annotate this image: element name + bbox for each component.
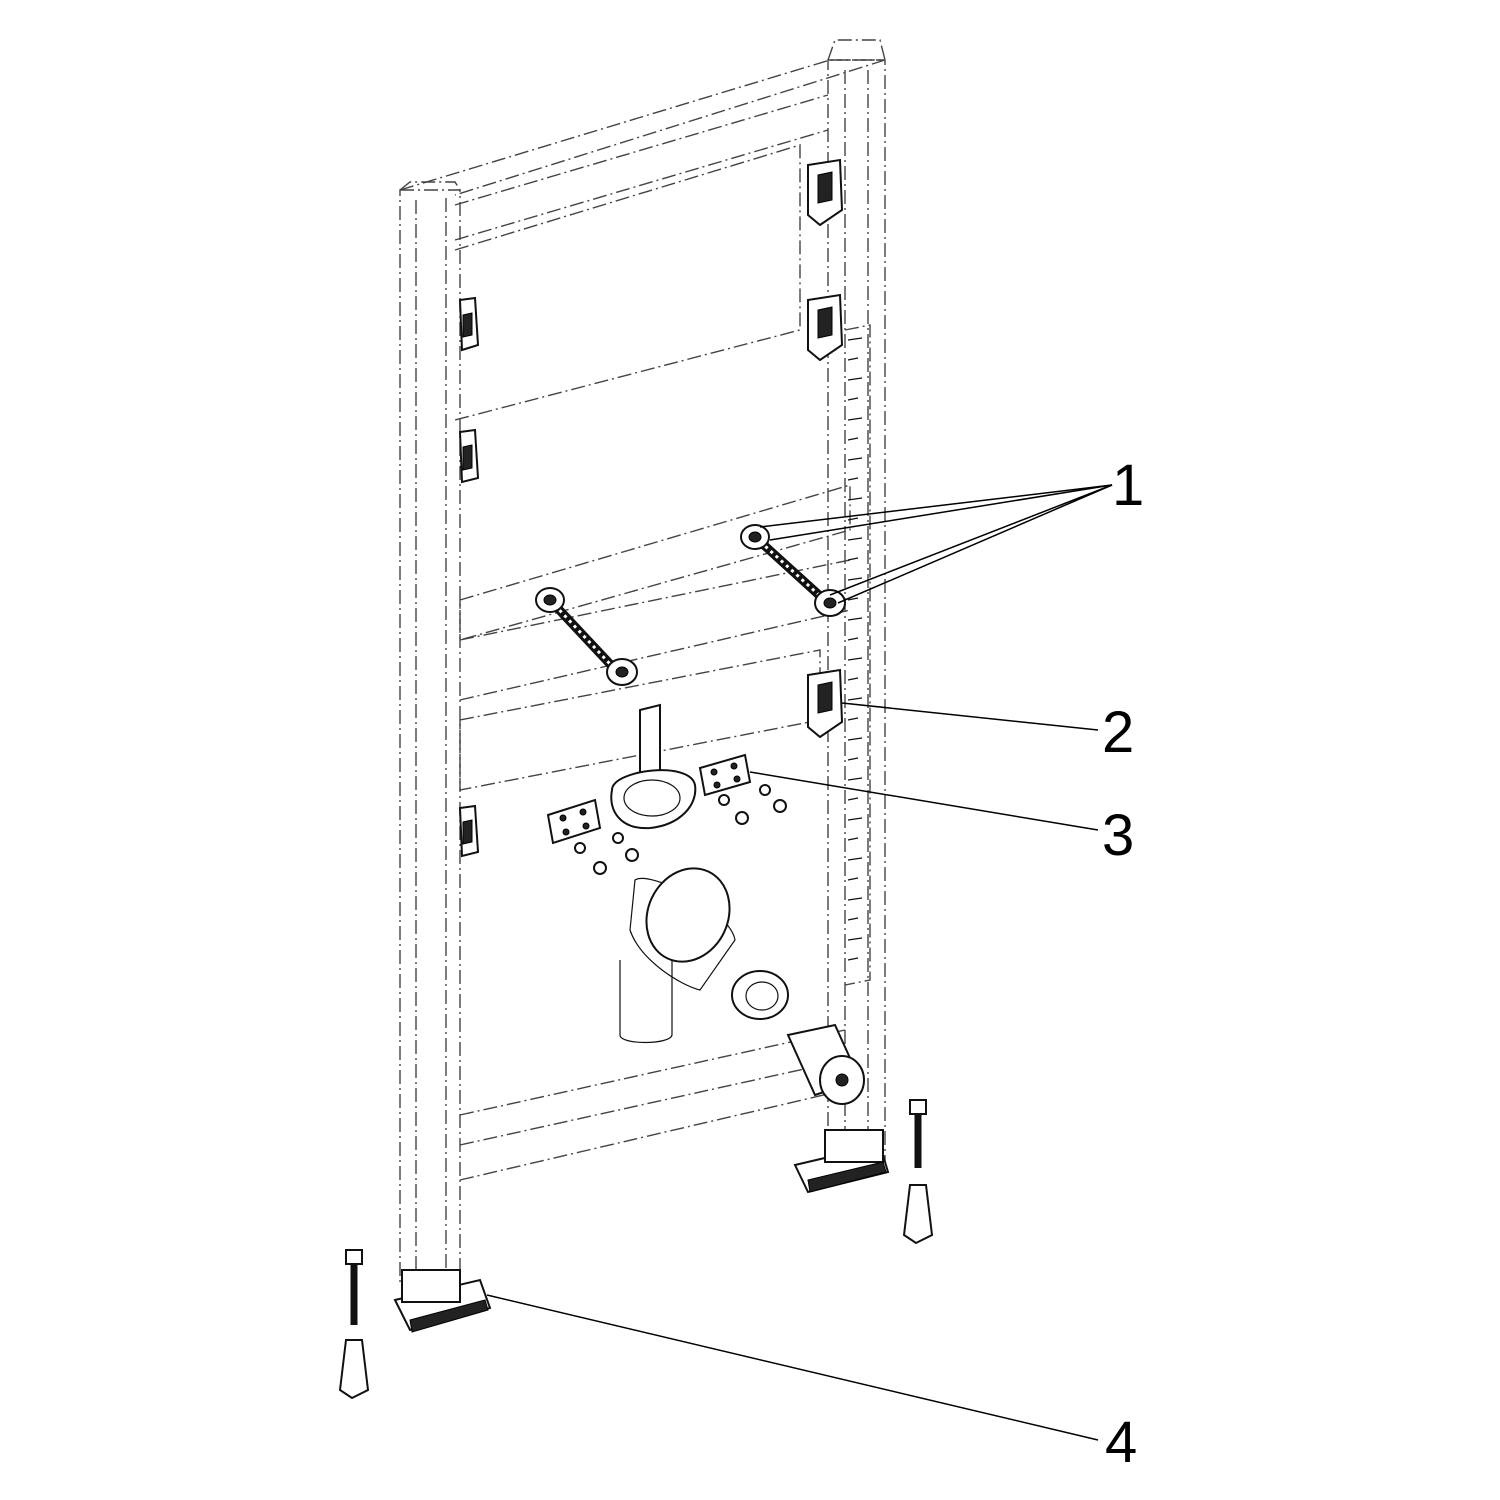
callout-4: 4 — [1105, 1410, 1137, 1475]
pipe-reducer — [731, 970, 789, 1020]
drain-elbow — [619, 867, 736, 1044]
clamp-mid-right — [807, 293, 844, 362]
threaded-rod-left — [535, 587, 638, 686]
clamp-left-lower — [458, 804, 480, 858]
water-connection-elbow — [786, 1023, 865, 1105]
drain-holder — [610, 703, 697, 830]
anchor-screw-left — [338, 1249, 370, 1400]
anchor-screw-right — [902, 1099, 934, 1245]
callout-3: 3 — [1102, 803, 1134, 868]
callout-2: 2 — [1102, 700, 1134, 765]
clamp-upper-right — [807, 158, 844, 227]
threaded-rod-right — [740, 524, 846, 617]
frame — [399, 39, 886, 1286]
clamp-left-mid — [458, 428, 480, 484]
foot-right — [793, 1129, 890, 1194]
height-scale — [847, 337, 863, 961]
mounting-plate-left — [546, 798, 602, 845]
clamp-lower-right — [807, 668, 844, 739]
leader-lines — [486, 484, 1113, 1441]
screws-small — [574, 784, 787, 875]
foot-left — [393, 1269, 492, 1333]
mounting-plate-right — [698, 753, 752, 797]
callout-1: 1 — [1112, 453, 1144, 518]
clamp-left-upper — [458, 296, 480, 352]
